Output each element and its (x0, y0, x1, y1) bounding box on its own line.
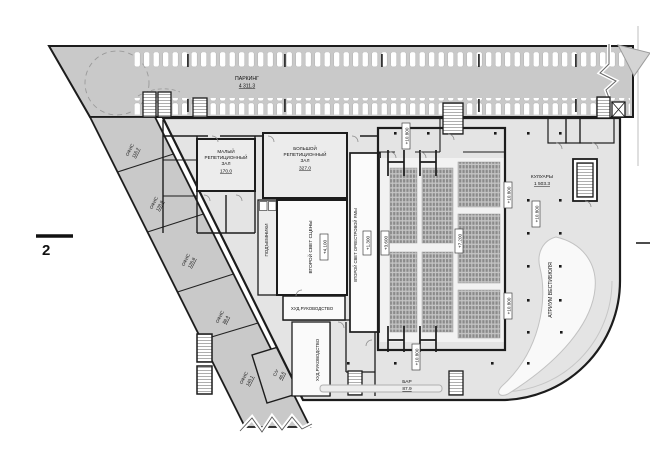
stairs (142, 91, 626, 396)
level-badge-3600: +3.600 (380, 230, 390, 256)
big-hall-line2: РЕПЕТИЦИОННЫЙ (284, 150, 327, 157)
level-10800: +10.800 (405, 127, 410, 144)
auditorium: +3.600 +7.200 (376, 126, 507, 352)
level-7200: +7.200 (458, 233, 463, 248)
office-area: 88.4 (221, 314, 230, 324)
wc-area: 46.6 (277, 370, 286, 380)
level-10800: +10.800 (535, 205, 540, 222)
office-label: ОФИС (215, 310, 225, 324)
level-10800: +10.800 (507, 297, 512, 314)
stage-void-label: ВТОРОЙ СВЕТ СЦЕНЫ (306, 221, 314, 274)
office-label: ОФИС (239, 371, 249, 385)
seating-banks (389, 161, 501, 339)
office-area: 140.1 (245, 374, 255, 387)
level-badges-10800: +10.800 +10.800 +10.800 +10.800 +10.800 (401, 122, 541, 371)
atrium-label-group: АТРИУМ ВЕСТИБЮЛЯ (548, 262, 554, 318)
turning-circle (84, 50, 150, 116)
small-hall-line2: РЕПЕТИЦИОННЫЙ (205, 153, 248, 160)
admin-top-label: ХУД.РУКОВОДСТВО (291, 306, 334, 311)
admin-rooms: ХУД.РУКОВОДСТВО ХУД.РУКОВОДСТВО (282, 295, 346, 397)
parking-band: ПАРКИНГ 4 311.3 (47, 44, 634, 118)
parking-stalls-bottom (132, 98, 630, 115)
section-marker: 2 (36, 234, 73, 259)
level-10800: +10.800 (507, 186, 512, 203)
hoists-corridor: ПОДЪЕМНИКИ (257, 199, 278, 296)
bar-label: БАР (402, 379, 411, 385)
small-hall-area: 170.0 (220, 169, 232, 175)
level-4100: +4.100 (323, 239, 328, 254)
hoists-label: ПОДЪЕМНИКИ (264, 223, 269, 256)
door-arcs (203, 133, 599, 347)
parking-area: 4 311.3 (239, 84, 256, 90)
office-label: ОФИС (125, 143, 135, 157)
atrium-void (498, 236, 596, 396)
parking-label: ПАРКИНГ (235, 76, 259, 82)
elevator-box (611, 101, 626, 118)
stage-void-room: ВТОРОЙ СВЕТ СЦЕНЫ +4.100 (276, 199, 348, 296)
bar-area: БАР 87.9 (319, 379, 443, 393)
pit-void-label: ВТОРОЙ СВЕТ ОРКЕСТРОВОЙ ЯМЫ (353, 208, 358, 282)
office-label: ОФИС (149, 196, 159, 210)
pit-void-room: ВТОРОЙ СВЕТ ОРКЕСТРОВОЙ ЯМЫ +1.300 (349, 152, 381, 333)
bar-area-value: 87.9 (402, 386, 412, 392)
office-label: ОФИС (181, 253, 191, 267)
floor-number: 2 (42, 242, 50, 259)
atrium-label: АТРИУМ ВЕСТИБЮЛЯ (548, 262, 554, 318)
small-rehearsal-hall: МАЛЫЙ РЕПЕТИЦИОННЫЙ ЗАЛ 170.0 (196, 138, 256, 192)
wc-label: С/У (272, 368, 280, 377)
level-badge-7200: +7.200 (454, 228, 464, 254)
big-hall-area: 327.0 (299, 166, 311, 172)
big-hall-line3: ЗАЛ (301, 158, 310, 163)
stall-group-dividers (187, 54, 577, 112)
sheet-marks (617, 26, 650, 244)
level-badge-4100: +4.100 (319, 233, 329, 261)
office-area: 116.2 (131, 146, 141, 158)
level-1300: +1.300 (366, 235, 371, 250)
level-10800: +10.800 (415, 348, 420, 365)
structural-columns (347, 132, 563, 365)
foyer-area: 1 503.3 (534, 181, 550, 187)
north-arrow-icon (617, 44, 650, 77)
foyer-label-group: КУЛУАРЫ 1 503.3 (531, 174, 553, 187)
level-badge-1300: +1.300 (362, 230, 372, 256)
small-hall-line3: ЗАЛ (222, 161, 231, 166)
office-area: 128.8 (155, 199, 165, 212)
small-hall-line1: МАЛЫЙ (217, 147, 234, 154)
big-rehearsal-hall: БОЛЬШОЙ РЕПЕТИЦИОННЫЙ ЗАЛ 327.0 (262, 132, 348, 199)
foyer-label: КУЛУАРЫ (531, 174, 553, 180)
big-hall-line1: БОЛЬШОЙ (293, 144, 317, 151)
office-area: 126.8 (187, 256, 197, 269)
level-3600: +3.600 (384, 235, 389, 250)
admin-side-label: ХУД.РУКОВОДСТВО (315, 338, 320, 381)
